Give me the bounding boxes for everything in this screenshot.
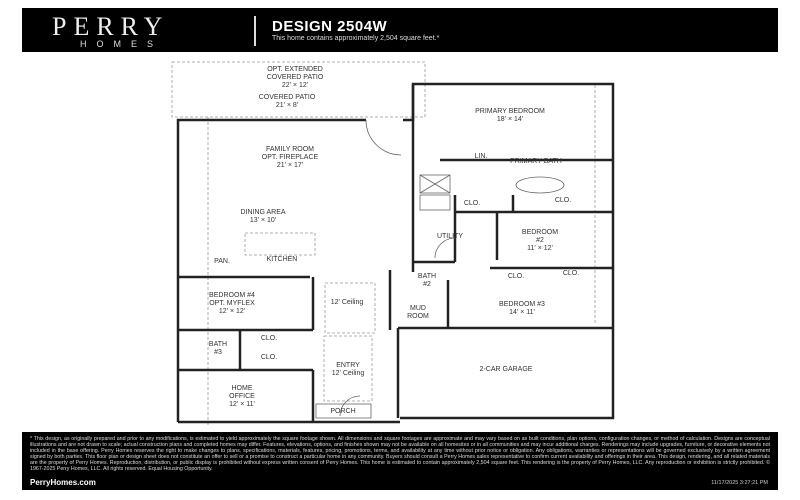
header-banner: PERRY HOMES DESIGN 2504W This home conta… [22, 8, 778, 52]
kitchen-label: KITCHEN [266, 256, 298, 263]
disclaimer-text: * This design, as originally prepared an… [30, 436, 770, 473]
closet-label: CLO. [260, 354, 278, 361]
closet-label: CLO. [507, 273, 525, 280]
header-divider [254, 16, 256, 46]
pantry-label: PAN. [214, 258, 230, 265]
square-footage-note: This home contains approximately 2,504 s… [272, 35, 440, 42]
bath-3-label: BATH#3 [208, 341, 228, 356]
ceiling-height-label: 12' Ceiling [330, 299, 364, 306]
porch-label: PORCH [330, 408, 356, 415]
perry-homes-logo: PERRY [52, 12, 170, 41]
footer-disclaimer-bar: * This design, as originally prepared an… [22, 432, 778, 490]
closet-label: CLO. [554, 197, 572, 204]
website-link[interactable]: PerryHomes.com [30, 478, 96, 487]
primary-bath-label: PRIMARY BATH [510, 158, 562, 165]
design-title: DESIGN 2504W [272, 18, 388, 35]
closet-label: CLO. [463, 200, 481, 207]
closet-label: CLO. [260, 335, 278, 342]
logo-subtext: HOMES [80, 39, 164, 49]
garage-label: 2-CAR GARAGE [479, 366, 533, 373]
closet-label: CLO. [562, 270, 580, 277]
linen-label: LIN. [474, 153, 488, 160]
bath-2-label: BATH#2 [417, 273, 437, 288]
timestamp: 11/17/2025 3:27:21 PM [711, 480, 768, 486]
utility-label: UTILITY [436, 233, 464, 240]
